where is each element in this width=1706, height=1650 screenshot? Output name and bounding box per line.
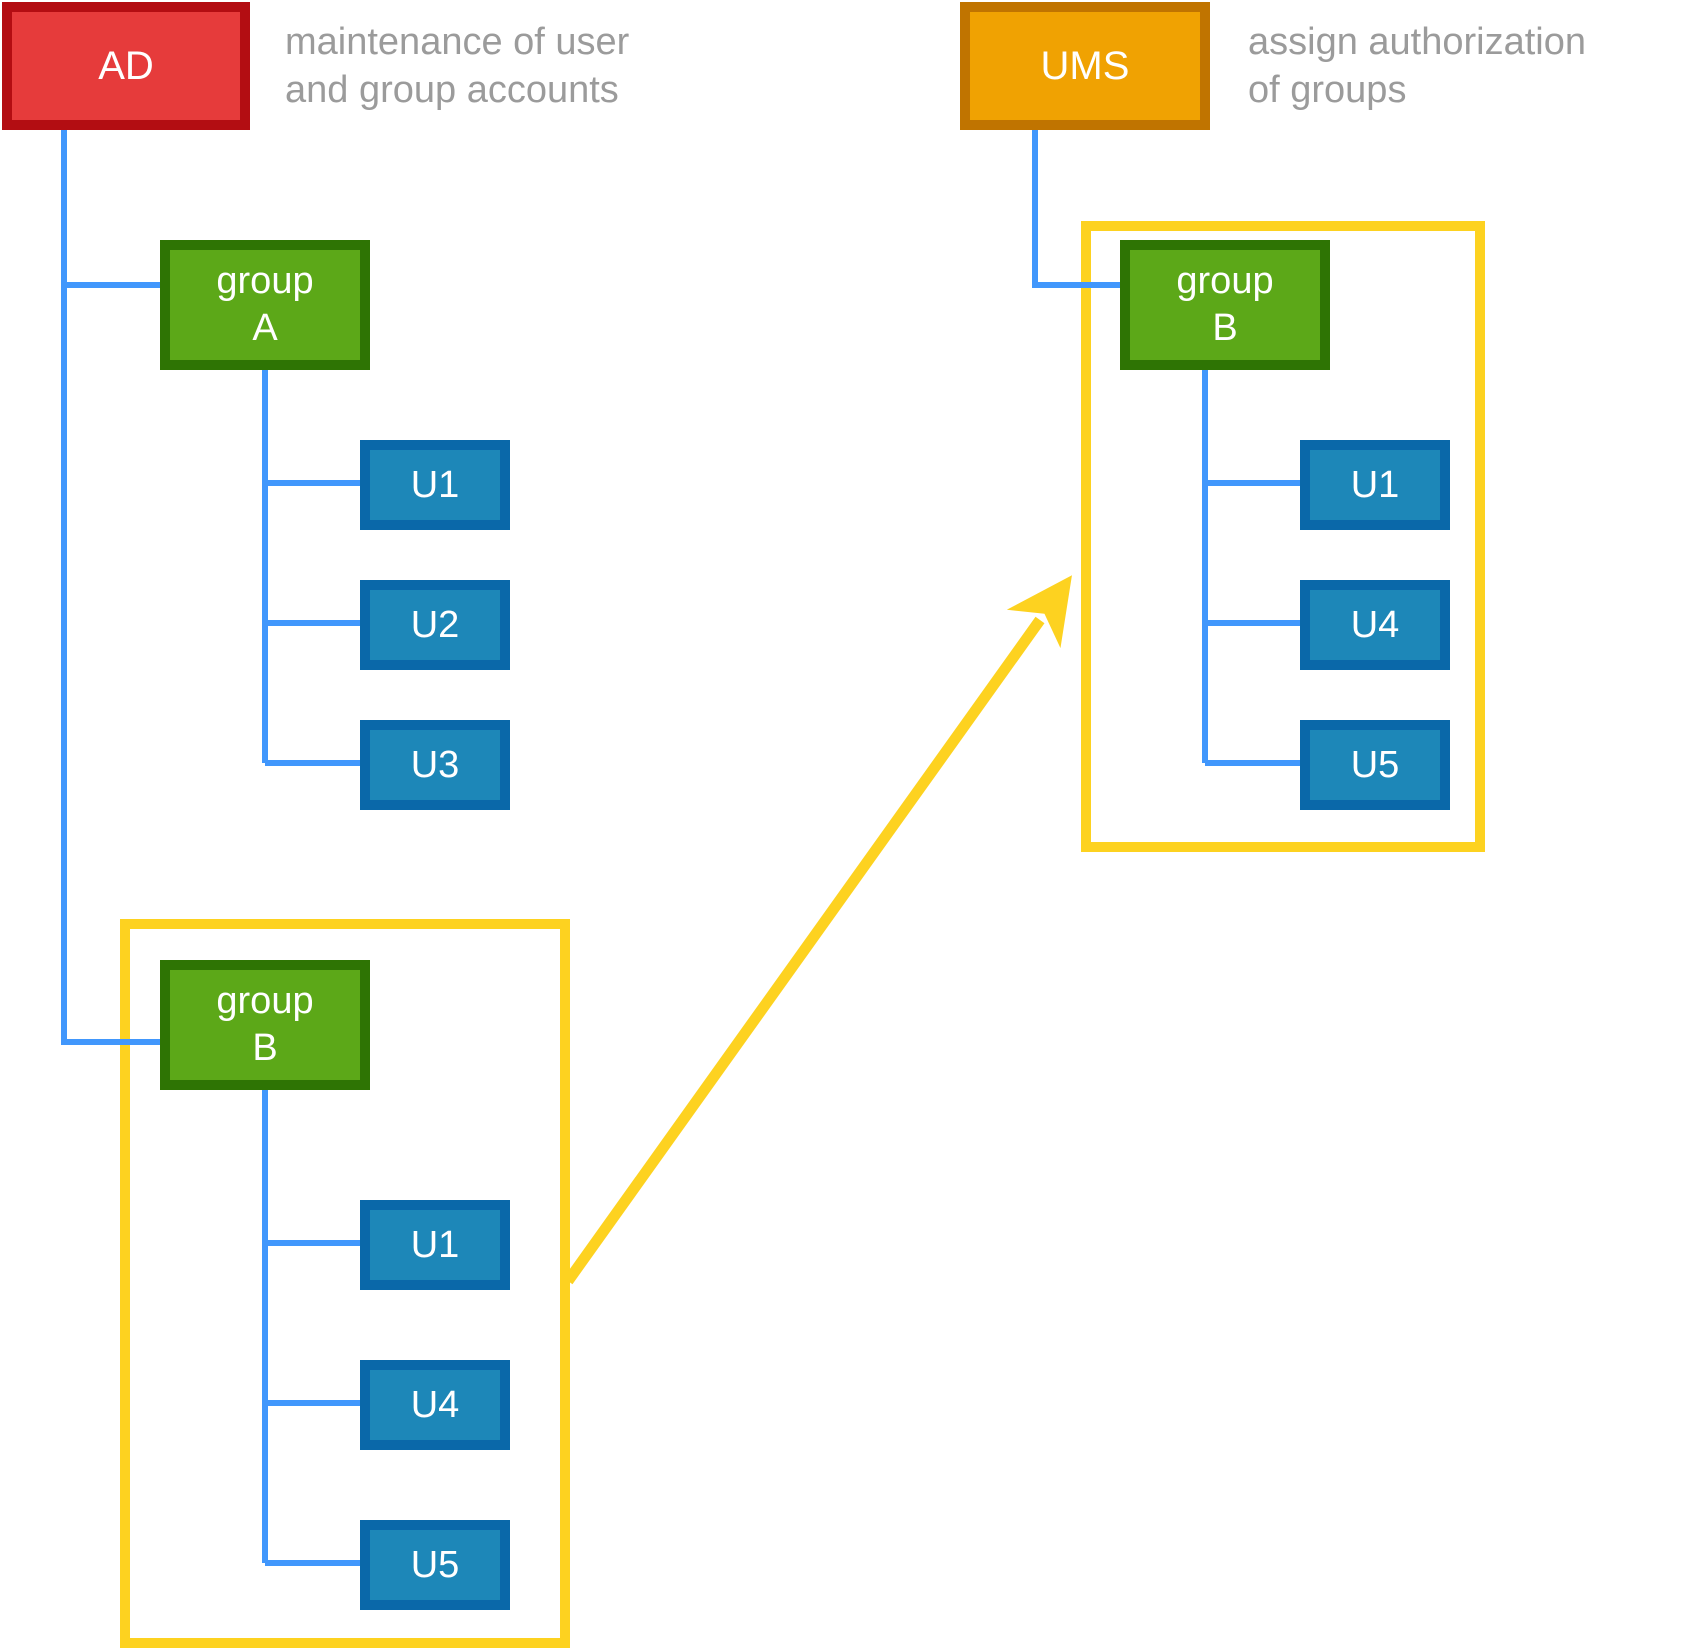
ums-group-b-user-u5: U5: [1300, 720, 1450, 810]
ad-group-a-label-line2: A: [252, 307, 278, 349]
ums-annotation-line1: assign authorization: [1248, 21, 1586, 63]
ums-node-label: UMS: [1040, 43, 1130, 88]
ad-group-a-user-u1: U1: [360, 440, 510, 530]
ad-group-b-label-line2: B: [252, 1027, 278, 1069]
ad-node: AD: [2, 2, 250, 130]
ums-annotation: assign authorization of groups: [1248, 18, 1586, 114]
ums-group-b-highlight-container: [1081, 221, 1485, 852]
ad-group-b-label-line1: group: [216, 980, 314, 1022]
ums-group-b-user-u4: U4: [1300, 580, 1450, 670]
user-label: U2: [410, 603, 460, 646]
ad-annotation: maintenance of user and group accounts: [285, 18, 629, 114]
user-label: U3: [410, 743, 460, 786]
connector-ad-trunk: [61, 130, 160, 1045]
user-label: U4: [410, 1383, 460, 1426]
ad-group-b-highlight-container: [120, 919, 570, 1648]
user-label: U1: [410, 1223, 460, 1266]
ad-annotation-line1: maintenance of user: [285, 21, 630, 63]
user-label: U1: [410, 463, 460, 506]
user-label: U4: [1350, 603, 1400, 646]
assignment-arrow: [563, 575, 1072, 1285]
ad-group-a-node: group A: [160, 240, 370, 370]
user-label: U5: [410, 1543, 460, 1586]
ad-node-label: AD: [98, 43, 154, 88]
ad-group-b-user-u4: U4: [360, 1360, 510, 1450]
ums-group-b-label-line2: B: [1212, 307, 1238, 349]
user-label: U1: [1350, 463, 1400, 506]
ad-group-a-user-u2: U2: [360, 580, 510, 670]
ad-group-a-label-line1: group: [216, 260, 314, 302]
ums-annotation-line2: of groups: [1248, 69, 1407, 111]
connector-ums-trunk: [1032, 130, 1120, 288]
ums-group-b-label-line1: group: [1176, 260, 1274, 302]
ad-group-b-user-u1: U1: [360, 1200, 510, 1290]
ums-group-b-node: group B: [1120, 240, 1330, 370]
ad-annotation-line2: and group accounts: [285, 69, 619, 111]
ad-group-b-node: group B: [160, 960, 370, 1090]
ad-group-b-user-u5: U5: [360, 1520, 510, 1610]
user-label: U5: [1350, 743, 1400, 786]
ums-node: UMS: [960, 2, 1210, 130]
ums-group-b-user-u1: U1: [1300, 440, 1450, 530]
ad-group-a-user-u3: U3: [360, 720, 510, 810]
